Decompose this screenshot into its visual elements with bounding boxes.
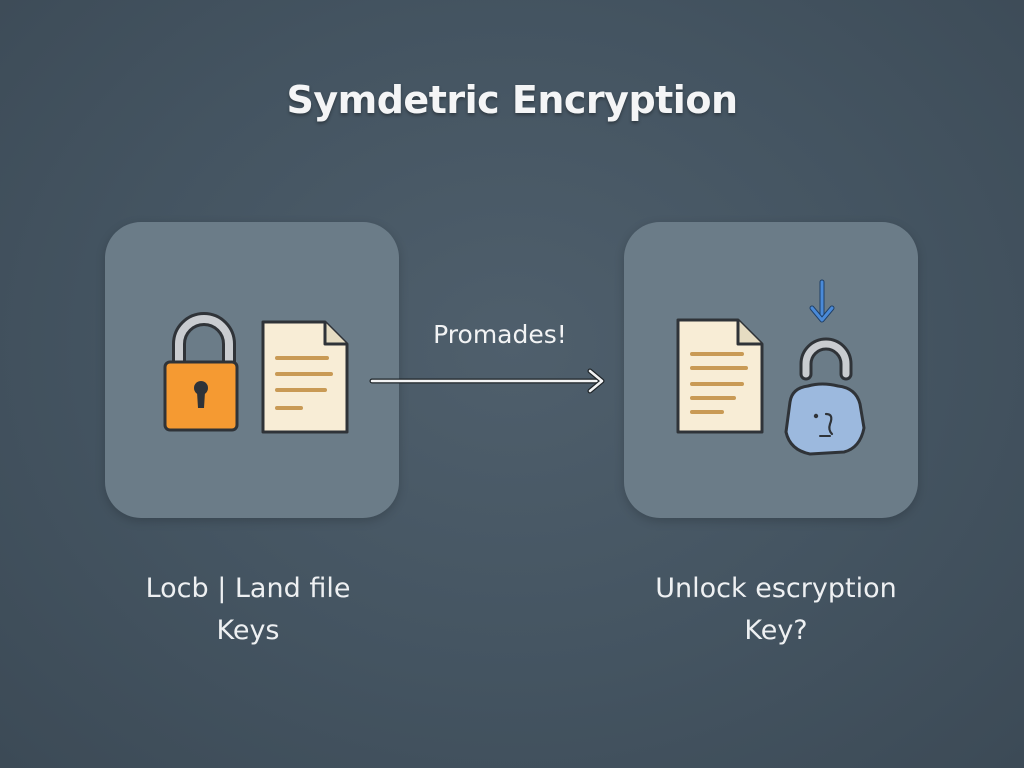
panel-encrypt [105, 222, 399, 518]
padlock-icon [163, 312, 239, 432]
panel-decrypt [624, 222, 918, 518]
diagram-title: Symdetric Encryption [286, 78, 739, 122]
document-icon [261, 320, 349, 434]
caption-encrypt-line1: Locb | Land file [145, 573, 351, 604]
unlocked-padlock-icon [784, 337, 866, 456]
caption-decrypt: Unlock escryption Key? [606, 568, 946, 652]
right-arrow-icon [369, 368, 605, 394]
caption-decrypt-line2: Key? [744, 615, 808, 646]
down-arrow-icon [809, 279, 835, 323]
caption-encrypt: Locb | Land file Keys [78, 568, 418, 652]
caption-encrypt-line2: Keys [216, 615, 280, 646]
caption-decrypt-line1: Unlock escryption [655, 573, 897, 604]
arrow-label: Promades! [433, 320, 567, 349]
document-icon [676, 318, 764, 434]
